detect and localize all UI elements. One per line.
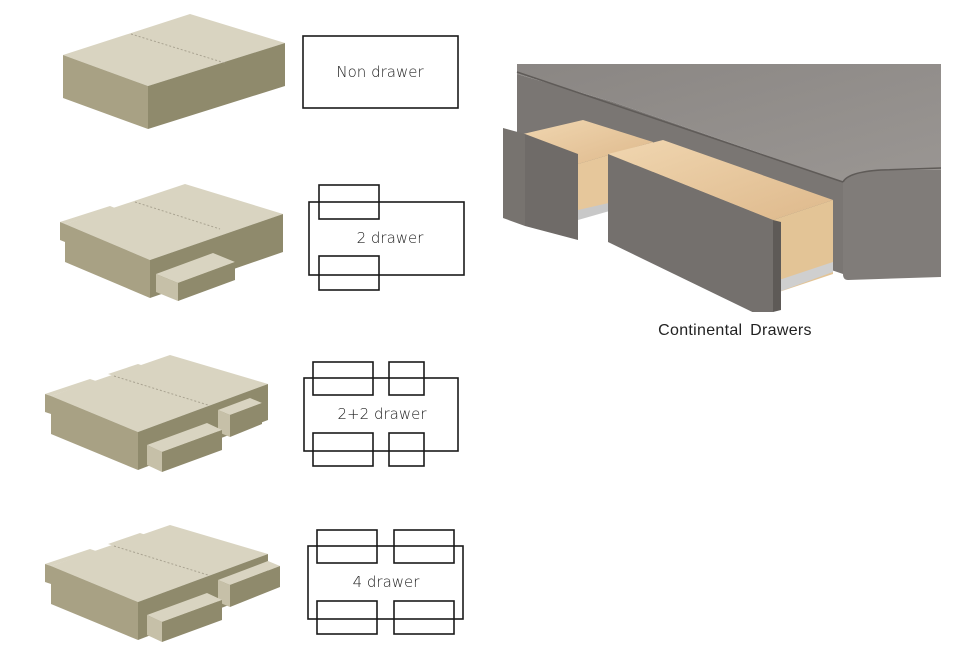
option-label: Non drawer bbox=[336, 63, 424, 81]
drawer-marker bbox=[312, 361, 374, 396]
layout-diagram-4-drawer: 4 drawer bbox=[306, 529, 468, 637]
layout-diagram-non-drawer: Non drawer bbox=[302, 35, 459, 110]
option-label: 4 drawer bbox=[353, 573, 421, 591]
base-illustration-2-plus-2-drawer bbox=[40, 352, 280, 477]
drawer-marker bbox=[388, 432, 425, 467]
option-label: 2+2 drawer bbox=[338, 405, 428, 423]
continental-drawers-photo bbox=[503, 62, 943, 312]
drawer-marker bbox=[388, 361, 425, 396]
base-illustration-4-drawer bbox=[40, 522, 285, 647]
drawer-marker bbox=[318, 255, 380, 291]
drawer-marker bbox=[316, 529, 378, 564]
drawer-marker bbox=[393, 529, 455, 564]
photo-caption: Continental Drawers bbox=[658, 322, 812, 339]
drawer-marker bbox=[393, 600, 455, 635]
option-label: 2 drawer bbox=[357, 229, 425, 247]
drawer-marker bbox=[312, 432, 374, 467]
base-illustration-non-drawer bbox=[60, 12, 290, 132]
layout-diagram-2-plus-2-drawer: 2+2 drawer bbox=[302, 361, 464, 469]
drawer-marker bbox=[318, 184, 380, 220]
layout-diagram-2-drawer: 2 drawer bbox=[306, 183, 468, 293]
drawer-marker bbox=[316, 600, 378, 635]
base-illustration-2-drawer bbox=[55, 182, 290, 307]
